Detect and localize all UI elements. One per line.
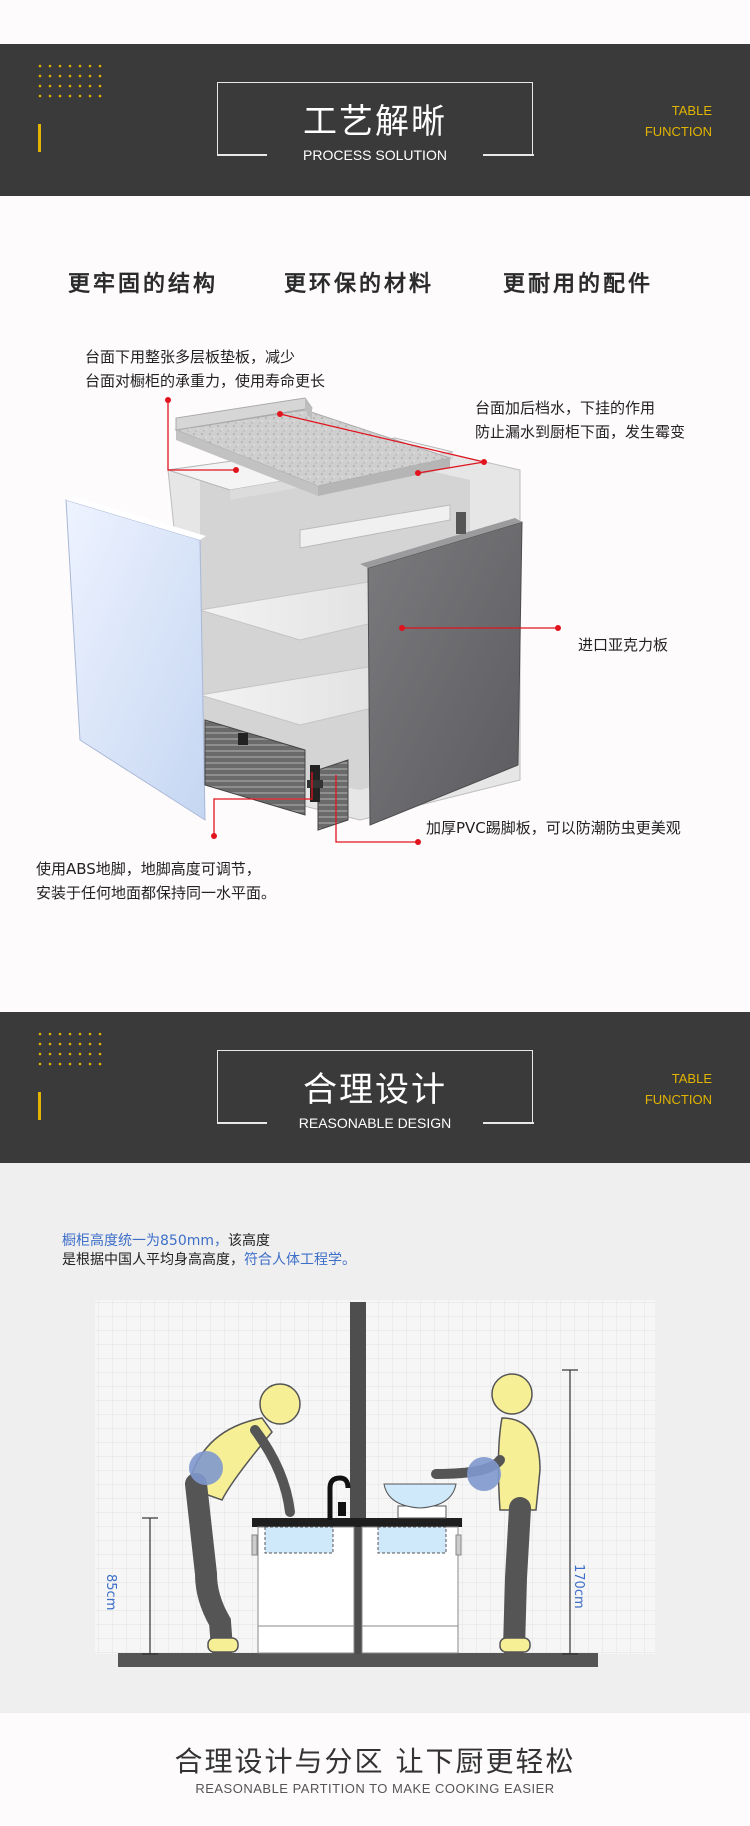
banner-subtitle: PROCESS SOLUTION: [303, 147, 447, 163]
banner-tag: TABLE FUNCTION: [644, 1071, 712, 1107]
banner-tag: TABLE FUNCTION: [644, 103, 712, 139]
person-height-label: 170cm: [571, 1564, 586, 1609]
banner-title: 工艺解晰: [303, 102, 447, 142]
title-frame: [217, 1050, 533, 1122]
feature-heading-accessories: 更耐用的配件: [503, 272, 654, 297]
feature-heading-material: 更环保的材料: [284, 272, 435, 297]
footer-subtitle: REASONABLE PARTITION TO MAKE COOKING EAS…: [195, 1781, 555, 1796]
cabinet-height-label: 85cm: [103, 1574, 118, 1611]
title-frame: [217, 82, 533, 154]
ergonomics-illustration: [95, 1300, 655, 1667]
banner-subtitle: REASONABLE DESIGN: [298, 1115, 452, 1131]
note-kickboard: 加厚PVC踢脚板，可以防潮防虫更美观: [426, 819, 681, 837]
ergonomics-intro: 橱柜高度统一为850mm，该高度 是根据中国人平均身高高度，符合人体工程学。: [62, 1233, 356, 1268]
note-base-board: 台面下用整张多层板垫板，减少 台面对橱柜的承重力，使用寿命更长: [85, 348, 326, 390]
accent-bar: [38, 124, 41, 152]
feature-heading-structure: 更牢固的结构: [68, 272, 219, 297]
badge-no-bending: 不弯腰: [189, 1751, 223, 1764]
note-backsplash: 台面加后档水，下挂的作用 防止漏水到厨柜下面，发生霉变: [475, 399, 686, 441]
accent-bar: [38, 1092, 41, 1120]
footer-title: 合理设计与分区 让下厨更轻松: [174, 1745, 576, 1778]
banner-title: 合理设计: [303, 1070, 447, 1110]
dot-grid-decoration: [38, 1032, 102, 1066]
badge-no-raised-arm: 不架手 臂: [467, 1751, 501, 1777]
cabinet-illustration: [65, 397, 561, 845]
dot-grid-decoration: [38, 64, 102, 98]
design-banner: 合理设计 REASONABLE DESIGN TABLE FUNCTION: [0, 1012, 750, 1164]
process-banner: 工艺解晰 PROCESS SOLUTION TABLE FUNCTION: [0, 44, 750, 196]
note-adjustable-feet: 使用ABS地脚，地脚高度可调节， 安装于任何地面都保持同一水平面。: [36, 860, 277, 902]
note-acrylic: 进口亚克力板: [578, 636, 669, 654]
